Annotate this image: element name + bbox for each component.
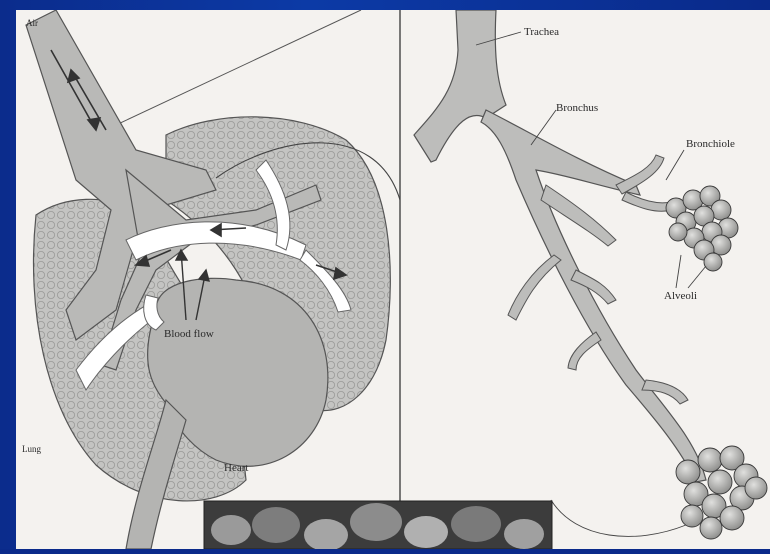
label-air: Air xyxy=(26,18,38,28)
label-bronchiole: Bronchiole xyxy=(686,138,735,150)
micrograph-inset xyxy=(204,501,552,549)
label-blood-flow: Blood flow xyxy=(164,328,214,340)
textbook-figure: Air Blood flow Heart Lung Trachea Bronch… xyxy=(16,10,770,549)
label-heart: Heart xyxy=(224,462,248,474)
label-trachea: Trachea xyxy=(524,26,559,38)
label-lung: Lung xyxy=(22,444,41,454)
label-alveoli: Alveoli xyxy=(664,290,697,302)
lung-anatomy-illustration xyxy=(16,10,770,549)
label-bronchus: Bronchus xyxy=(556,102,598,114)
